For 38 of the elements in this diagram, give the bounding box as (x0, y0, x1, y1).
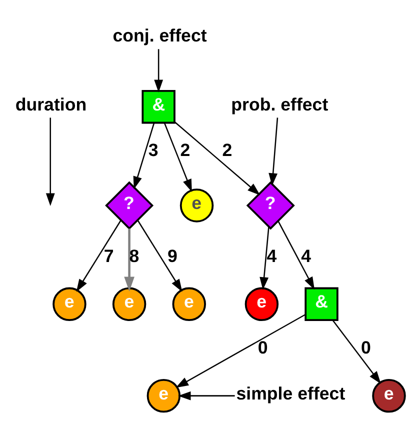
node-circle: e (179, 188, 214, 222)
arrow (277, 220, 314, 290)
node-diamond: ? (104, 180, 154, 230)
edge-label: 2 (222, 140, 232, 160)
edge-label: 2 (180, 140, 190, 160)
node-circle: e (146, 378, 180, 412)
arrow (45, 117, 54, 206)
node-circle: e (244, 286, 278, 321)
arrow (174, 120, 260, 195)
arrow (154, 48, 163, 92)
edge-label: 9 (166, 245, 177, 266)
arrow (268, 117, 278, 186)
arrow (332, 319, 380, 384)
arrow (259, 226, 269, 290)
arrow (132, 122, 154, 189)
edge-label: 4 (300, 245, 311, 266)
edge-label: 0 (360, 336, 370, 357)
node-text: duration (14, 94, 86, 114)
edge-label: 8 (128, 245, 139, 266)
edge-label: 3 (148, 140, 158, 160)
node-circle: e (52, 286, 86, 321)
edge-label: 4 (266, 245, 276, 266)
arrow (163, 122, 192, 192)
node-text: conj. effect (112, 25, 206, 46)
node-circle: e (172, 286, 206, 321)
node-text: prob. effect (230, 94, 328, 114)
arrow (177, 390, 234, 400)
node-box: & (141, 89, 175, 124)
arrow (175, 314, 306, 388)
arrow (76, 219, 122, 292)
node-circle: e (112, 286, 146, 321)
edge-label: 0 (257, 336, 268, 357)
node-text: simple effect (236, 382, 345, 403)
node-circle: e (372, 378, 406, 412)
arrow (124, 228, 134, 291)
node-box: & (304, 286, 338, 321)
arrow (136, 219, 182, 292)
edge-label: 7 (103, 245, 114, 266)
